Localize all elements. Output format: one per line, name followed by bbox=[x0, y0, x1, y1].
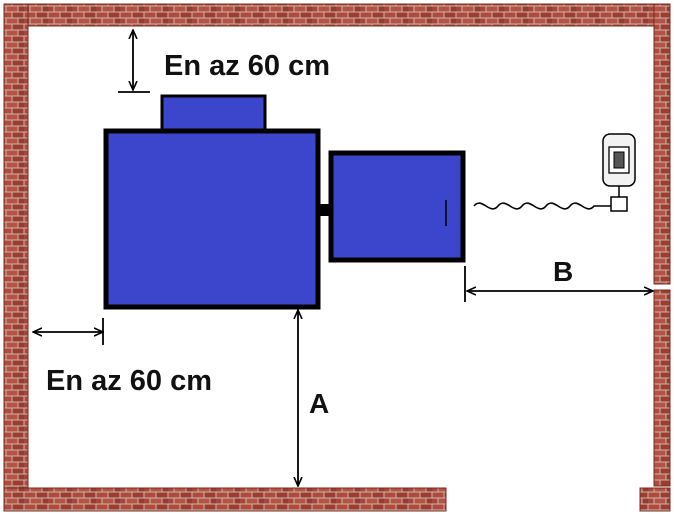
dimension-b-label: B bbox=[553, 256, 574, 287]
wall-bottom bbox=[3, 487, 447, 512]
boiler-top-box bbox=[160, 94, 267, 135]
electric-motor-icon bbox=[602, 133, 636, 212]
dimension-b bbox=[464, 266, 653, 302]
left-clearance-dimension bbox=[33, 318, 103, 345]
top-clearance-label: En az 60 cm bbox=[164, 50, 331, 82]
boiler-body bbox=[103, 128, 321, 310]
wall-top bbox=[3, 3, 671, 27]
boiler bbox=[103, 94, 321, 310]
wall-right-lower bbox=[653, 289, 671, 487]
dimension-a-label: A bbox=[309, 388, 330, 419]
auger-screw-icon bbox=[473, 202, 612, 210]
wall-left bbox=[3, 3, 29, 512]
brick-walls bbox=[3, 3, 671, 512]
wall-right bbox=[653, 3, 671, 285]
left-clearance-label: En az 60 cm bbox=[46, 365, 213, 397]
fuel-hopper bbox=[328, 150, 466, 263]
top-clearance-dimension bbox=[118, 30, 150, 93]
wall-bottom-right bbox=[639, 487, 671, 512]
